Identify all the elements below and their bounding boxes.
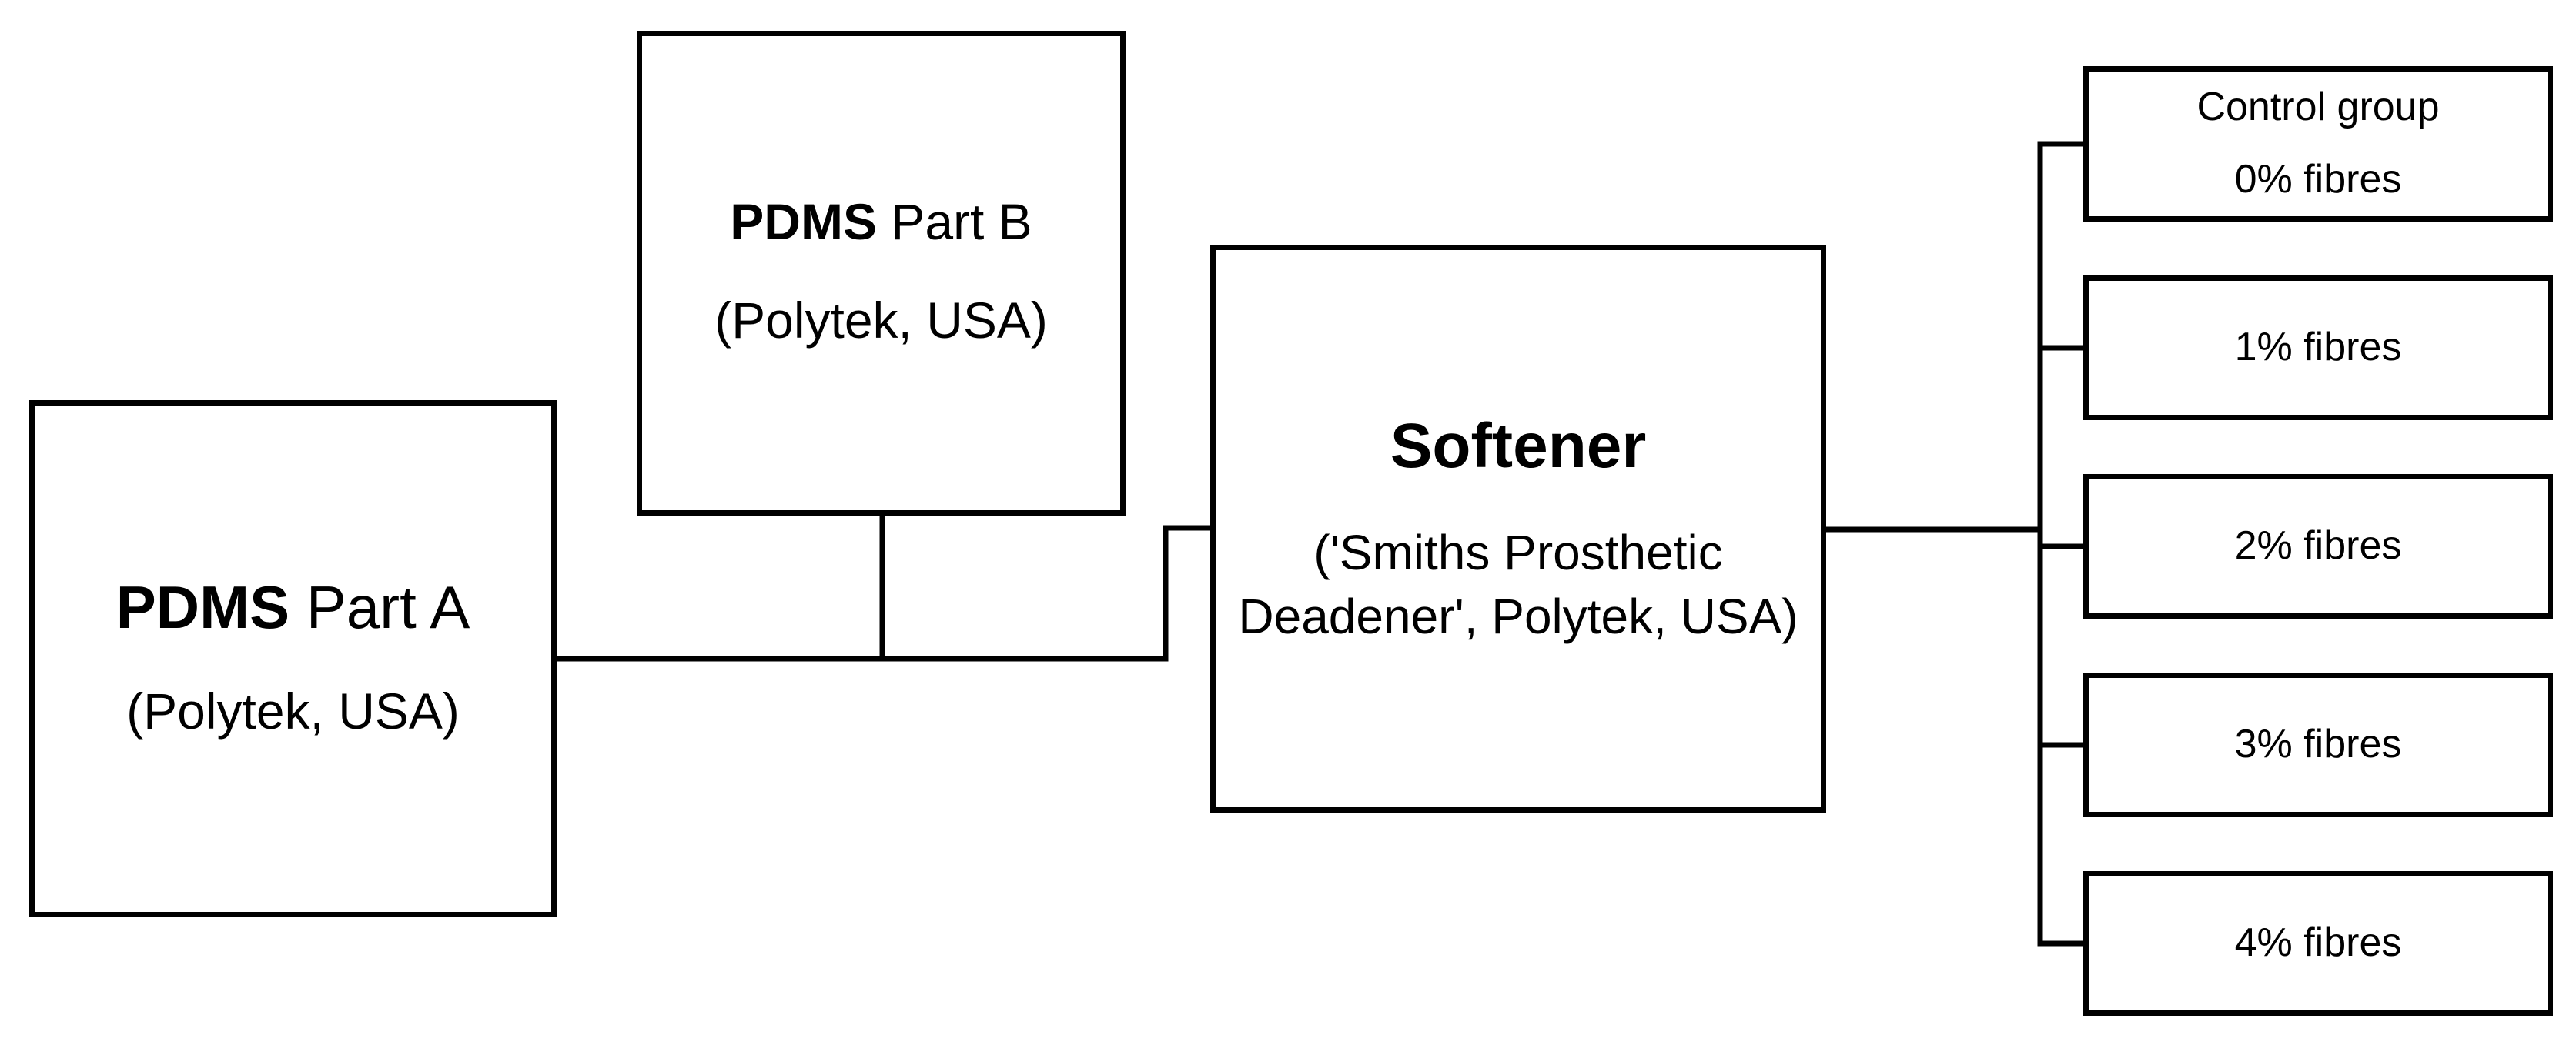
group-4-percent-box: 4% fibres	[2083, 871, 2553, 1016]
pdms-part-a-name-bold: PDMS	[115, 573, 290, 641]
pdms-part-b-origin: (Polytek, USA)	[714, 292, 1048, 349]
group-3-percent-label: 3% fibres	[2234, 722, 2402, 767]
group-2-percent-label: 2% fibres	[2234, 523, 2402, 569]
pdms-part-b-title: PDMS Part B	[730, 192, 1032, 252]
connector-junction-to-softener	[879, 525, 1213, 662]
control-group-label: Control group	[2196, 85, 2440, 130]
group-4-percent-label: 4% fibres	[2234, 920, 2402, 966]
group-1-percent-label: 1% fibres	[2234, 325, 2402, 370]
pdms-part-b-name-bold: PDMS	[730, 192, 877, 250]
group-1-percent-box: 1% fibres	[2083, 275, 2553, 420]
softener-title: Softener	[1390, 410, 1647, 481]
pdms-part-a-box: PDMS Part A (Polytek, USA)	[29, 400, 557, 917]
pdms-part-a-title: PDMS Part A	[116, 572, 470, 644]
group-2-percent-box: 2% fibres	[2083, 474, 2553, 619]
control-group-box: Control group 0% fibres	[2083, 66, 2553, 222]
pdms-part-b-box: PDMS Part B (Polytek, USA)	[637, 31, 1126, 516]
softener-description: ('Smiths Prosthetic Deadener', Polytek, …	[1238, 525, 1798, 645]
pdms-part-a-origin: (Polytek, USA)	[126, 683, 460, 740]
control-group-fibre-percent: 0% fibres	[2234, 157, 2402, 202]
group-3-percent-box: 3% fibres	[2083, 673, 2553, 817]
softener-box: Softener ('Smiths Prosthetic Deadener', …	[1210, 245, 1826, 813]
pdms-part-b-name-rest: Part B	[876, 192, 1032, 250]
pdms-part-a-name-rest: Part A	[289, 573, 470, 641]
